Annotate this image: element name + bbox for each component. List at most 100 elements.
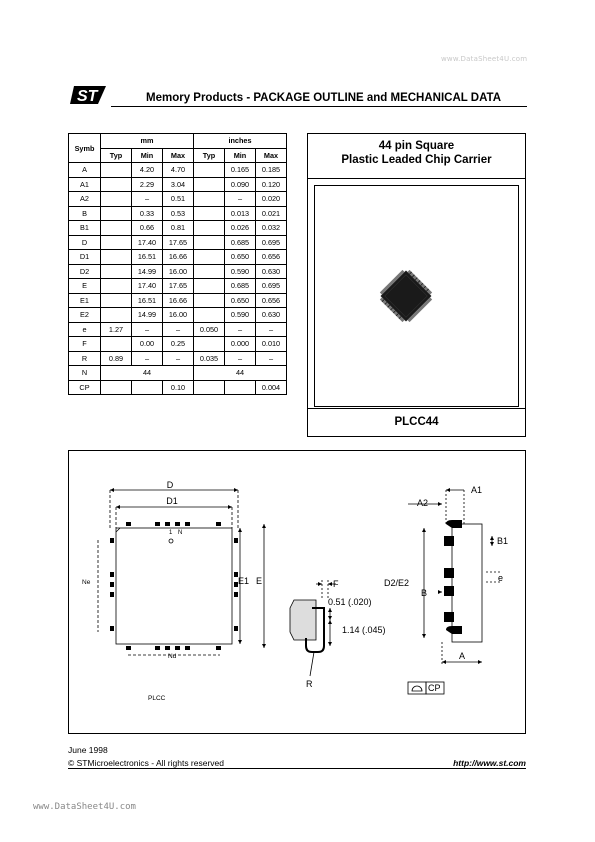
footer-copyright: © STMicroelectronics - All rights reserv…	[68, 758, 225, 768]
value-cell	[193, 220, 225, 236]
symbol-cell: E2	[68, 307, 101, 323]
label-r: R	[306, 679, 313, 689]
value-cell: 1.27	[100, 321, 132, 337]
mm-header: mm	[100, 133, 194, 149]
symbol-cell: N	[68, 365, 101, 381]
value-cell	[100, 234, 132, 250]
value-cell: 0.021	[255, 205, 287, 221]
value-cell: 0.685	[224, 234, 256, 250]
footer-rule	[68, 768, 526, 769]
value-cell: 0.650	[224, 249, 256, 265]
value-cell: 0.026	[224, 220, 256, 236]
value-cell: 14.99	[131, 263, 163, 279]
value-cell	[193, 205, 225, 221]
symbol-cell: D1	[68, 249, 101, 265]
value-cell: –	[162, 321, 194, 337]
value-cell: –	[131, 350, 163, 366]
value-cell: 0.590	[224, 263, 256, 279]
value-cell	[193, 379, 225, 395]
value-cell	[193, 278, 225, 294]
title-rule	[111, 106, 527, 107]
value-cell	[100, 336, 132, 352]
symbol-cell: B1	[68, 220, 101, 236]
label-0-51: 0.51 (.020)	[328, 597, 372, 607]
value-cell: –	[255, 350, 287, 366]
value-cell: 16.66	[162, 292, 194, 308]
label-e1: E1	[238, 576, 249, 586]
value-cell: 17.40	[131, 278, 163, 294]
value-cell: 0.685	[224, 278, 256, 294]
subheader-cell: Max	[162, 147, 194, 163]
value-cell: 0.66	[131, 220, 163, 236]
value-cell	[193, 162, 225, 178]
value-cell: 0.10	[162, 379, 194, 395]
value-cell: 14.99	[131, 307, 163, 323]
value-cell	[100, 278, 132, 294]
package-title-line2: Plastic Leaded Chip Carrier	[341, 154, 492, 166]
value-cell	[193, 336, 225, 352]
value-cell: 2.29	[131, 176, 163, 192]
value-cell: 0.165	[224, 162, 256, 178]
footer-url-link[interactable]: http://www.st.com	[453, 758, 526, 768]
top-view	[97, 488, 266, 656]
side-view	[407, 488, 502, 695]
subheader-cell: Typ	[193, 147, 225, 163]
top-view-leads	[110, 522, 238, 650]
value-cell	[100, 379, 132, 395]
package-name: PLCC44	[394, 416, 439, 428]
value-cell: 0.81	[162, 220, 194, 236]
value-cell: 0.650	[224, 292, 256, 308]
symbol-cell: CP	[68, 379, 101, 395]
value-cell: 0.090	[224, 176, 256, 192]
symbol-cell: D	[68, 234, 101, 250]
subheader-cell: Min	[131, 147, 163, 163]
value-cell: 16.51	[131, 292, 163, 308]
symbol-cell: E	[68, 278, 101, 294]
value-cell: 0.630	[255, 307, 287, 323]
value-cell	[100, 176, 132, 192]
value-cell	[100, 220, 132, 236]
value-cell	[193, 191, 225, 207]
label-e-pitch: e	[498, 573, 503, 583]
value-cell	[224, 379, 256, 395]
label-cp: CP	[428, 683, 441, 693]
label-b: B	[421, 588, 427, 598]
package-title-line1: 44 pin Square	[378, 140, 455, 152]
value-cell: 0.53	[162, 205, 194, 221]
symbol-cell: A	[68, 162, 101, 178]
value-cell: 0.33	[131, 205, 163, 221]
value-cell: –	[224, 191, 256, 207]
side-view-leads	[444, 520, 462, 634]
value-cell: 44	[193, 365, 287, 381]
value-cell: 16.66	[162, 249, 194, 265]
label-ne: Ne	[82, 579, 91, 586]
table-row: A2–0.51–0.020	[68, 191, 287, 207]
value-cell	[100, 191, 132, 207]
label-pin1: 1	[169, 530, 173, 536]
value-cell: 0.656	[255, 249, 287, 265]
footer-date: June 1998	[68, 745, 108, 755]
package-divider	[307, 178, 526, 179]
lead-detail	[289, 580, 336, 677]
value-cell: –	[131, 191, 163, 207]
value-cell	[193, 263, 225, 279]
label-nd: Nd	[168, 653, 177, 660]
value-cell: 0.013	[224, 205, 256, 221]
label-n: N	[178, 530, 182, 536]
value-cell: 0.51	[162, 191, 194, 207]
mechanical-drawing: D D1 1 N Ne Nd E1 E PLCC F 0.51 (.020) 1…	[82, 480, 508, 702]
label-d: D	[167, 480, 174, 490]
value-cell: 4.70	[162, 162, 194, 178]
value-cell: 16.00	[162, 307, 194, 323]
symbol-cell: F	[68, 336, 101, 352]
